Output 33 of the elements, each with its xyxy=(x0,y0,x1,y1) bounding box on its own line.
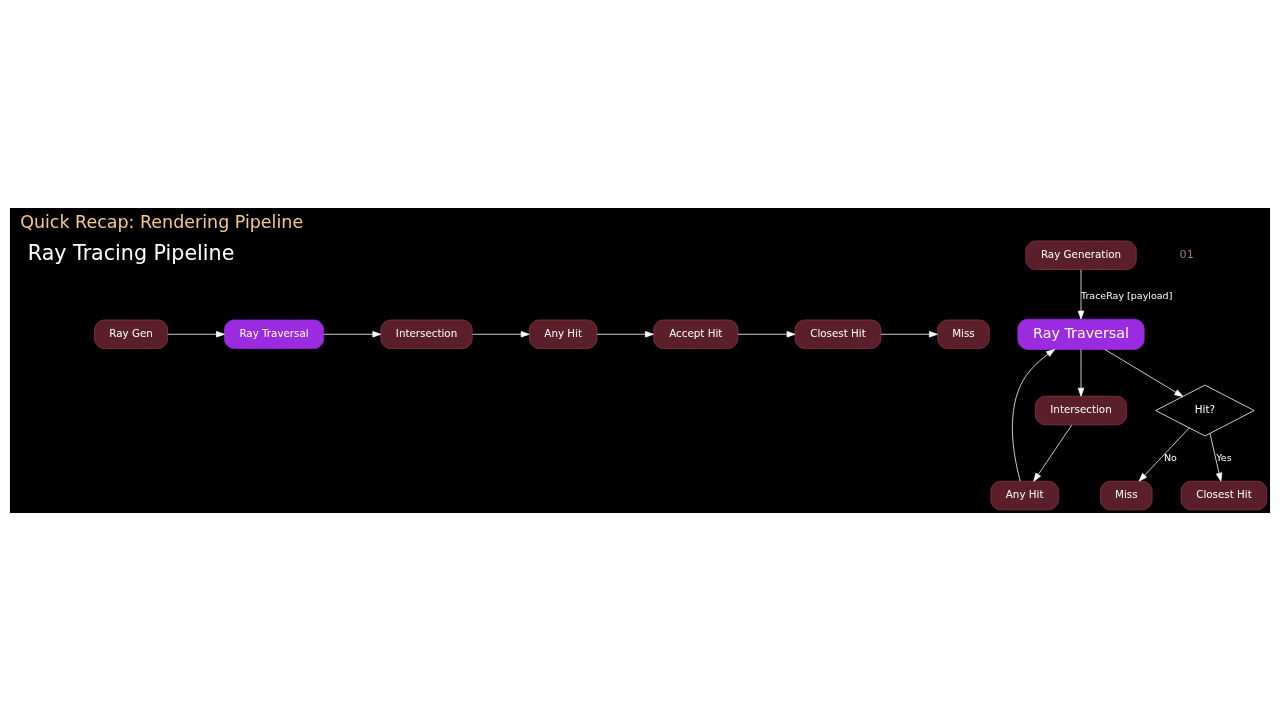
diagram-title: Quick Recap: Rendering Pipeline xyxy=(20,211,304,232)
arrow xyxy=(880,330,938,337)
node-box: Any Hit xyxy=(990,480,1059,510)
node-diamond: Hit? xyxy=(1155,384,1255,436)
arrow xyxy=(1077,269,1085,319)
arrow xyxy=(1077,348,1085,397)
node-box: Ray Traversal xyxy=(224,319,325,349)
node-box: Intersection xyxy=(380,319,473,349)
edge-label: TraceRay [payload] xyxy=(1080,289,1173,301)
arrow xyxy=(737,330,796,337)
node-box: Closest Hit xyxy=(794,319,882,349)
node-box: Ray Traversal xyxy=(1017,318,1145,350)
edge-label: Yes xyxy=(1216,451,1232,463)
node-box: Miss xyxy=(937,319,990,349)
edge-label: No xyxy=(1163,451,1177,463)
node-box: Any Hit xyxy=(529,319,598,349)
arrow xyxy=(1011,348,1055,482)
arrow xyxy=(1138,427,1190,481)
arrow xyxy=(323,330,382,337)
node-box: Intersection xyxy=(1034,395,1128,425)
arrow xyxy=(1104,348,1184,397)
arrow xyxy=(596,330,654,337)
arrow xyxy=(1033,424,1073,482)
arrow xyxy=(1209,432,1223,482)
node-box: Ray Generation xyxy=(1025,240,1137,270)
node-box: Ray Gen xyxy=(94,319,168,349)
node-box: Miss xyxy=(1100,480,1153,510)
arrow xyxy=(167,330,225,337)
node-box: Closest Hit xyxy=(1180,480,1268,510)
label: 01 xyxy=(1179,247,1194,261)
arrow xyxy=(472,330,530,337)
node-box: Accept Hit xyxy=(653,319,739,349)
label: Ray Tracing Pipeline xyxy=(27,240,235,265)
